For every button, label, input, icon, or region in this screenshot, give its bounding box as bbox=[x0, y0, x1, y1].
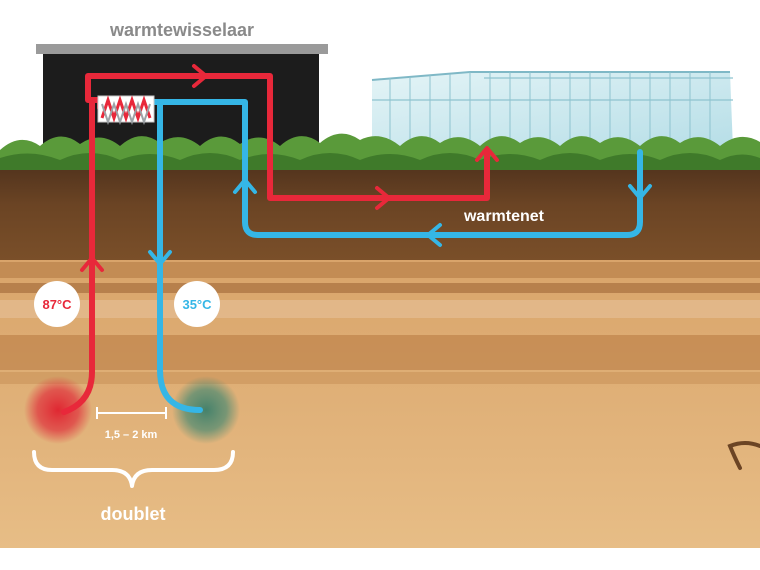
root-decoration bbox=[727, 441, 760, 470]
distance-marker bbox=[96, 407, 167, 419]
distance-label: 1,5 – 2 km bbox=[105, 429, 158, 441]
temp-cold-label: 35°C bbox=[182, 297, 212, 312]
temp-badge-cold: 35°C bbox=[174, 281, 220, 327]
heat-exchanger-label: warmtewisselaar bbox=[109, 20, 254, 40]
bottom-whitespace bbox=[0, 548, 760, 570]
arrow-hot-well bbox=[80, 256, 104, 272]
arrow-cold-well bbox=[148, 250, 172, 266]
heat-network-label: warmtenet bbox=[463, 208, 545, 225]
arrow-hot-greenhouse bbox=[475, 146, 499, 162]
arrow-cold-up bbox=[233, 178, 257, 194]
building-roof bbox=[36, 44, 328, 54]
grass-strip bbox=[0, 133, 760, 170]
temp-badge-hot: 87°C bbox=[34, 281, 80, 327]
cold-reservoir bbox=[172, 376, 240, 444]
arrow-cold-greenhouse bbox=[628, 184, 652, 200]
hot-reservoir bbox=[24, 376, 92, 444]
temp-hot-label: 87°C bbox=[42, 297, 72, 312]
flow-arrow-icon bbox=[80, 64, 652, 272]
arrow-hot-top bbox=[192, 64, 208, 88]
greenhouse-icon bbox=[371, 71, 733, 150]
soil-band-4 bbox=[0, 335, 760, 370]
arrow-cold-return bbox=[426, 223, 442, 247]
cold-pipe bbox=[149, 99, 643, 413]
arrow-hot-underground bbox=[375, 186, 391, 210]
soil-band-5 bbox=[0, 372, 760, 384]
doublet-brace bbox=[32, 450, 235, 488]
heat-exchanger-icon bbox=[97, 95, 155, 126]
topsoil-layer bbox=[0, 160, 760, 260]
ground-layers bbox=[0, 160, 760, 570]
soil-band-2 bbox=[0, 283, 760, 293]
soil-band-3 bbox=[0, 300, 760, 318]
soil-band-1 bbox=[0, 262, 760, 278]
doublet-label: doublet bbox=[101, 504, 166, 524]
